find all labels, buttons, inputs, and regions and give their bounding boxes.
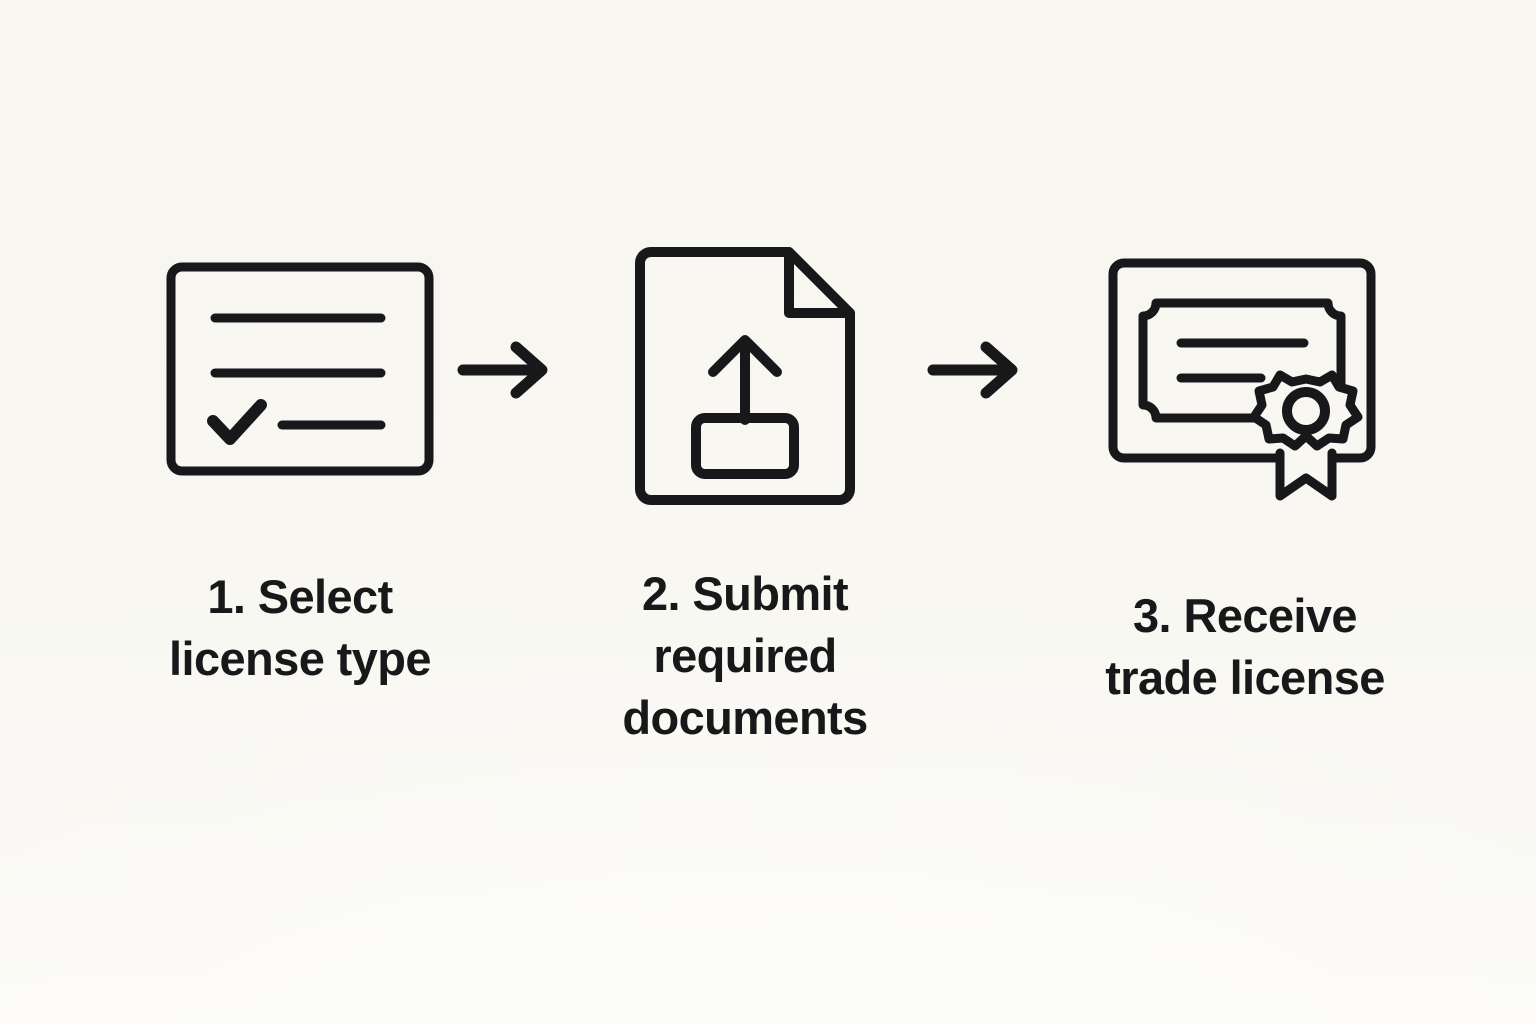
award-seal xyxy=(1249,370,1363,501)
process-step-3[interactable]: 3. Receive trade license xyxy=(1045,258,1445,709)
arrow-right-icon-1 xyxy=(455,337,555,403)
process-step-1-label: 1. Select license type xyxy=(169,570,431,686)
process-step-3-label: 3. Receive trade license xyxy=(1105,589,1385,705)
process-step-2-label: 2. Submit required documents xyxy=(622,567,868,745)
arrow-right-icon-2 xyxy=(925,337,1025,403)
checklist-card-icon xyxy=(166,262,434,476)
document-upload-icon xyxy=(634,246,856,506)
certificate-seal-icon xyxy=(1108,258,1382,502)
process-step-1[interactable]: 1. Select license type xyxy=(100,262,500,690)
process-step-2[interactable]: 2. Submit required documents xyxy=(545,246,945,749)
